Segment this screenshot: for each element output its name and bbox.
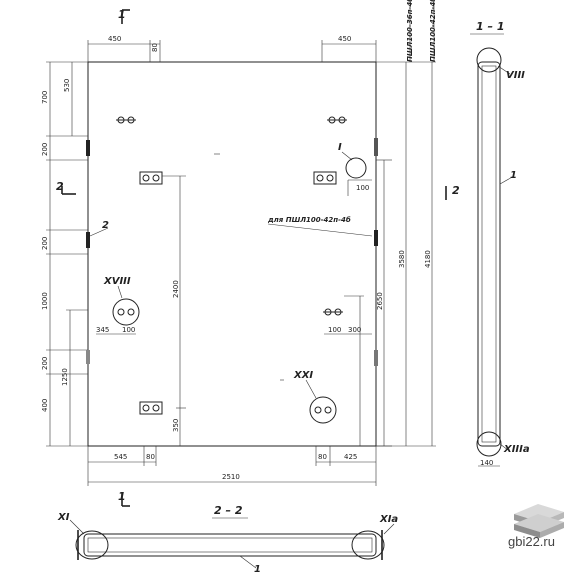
dim-right-2650: 2650 — [376, 292, 384, 310]
section-22-left-ellipse — [75, 530, 109, 560]
callout-VIII: VIII — [506, 70, 525, 81]
section-11-label: 1 – 1 — [476, 20, 504, 33]
dim-left-200a: 200 — [41, 143, 49, 156]
dim-mid-2400: 2400 — [172, 280, 180, 298]
dim-right-100b: 100 — [328, 326, 341, 334]
dim-sec-140: 140 — [480, 459, 493, 467]
dim-bottom-80a: 80 — [146, 453, 155, 461]
dim-left-1000: 1000 — [41, 292, 49, 310]
callout-pos-2: 2 — [102, 220, 109, 231]
dim-right-3580: 3580 — [398, 250, 406, 268]
dim-left-200c: 200 — [41, 357, 49, 370]
watermark-text: gbi22.ru — [508, 534, 555, 549]
dim-right-4180: 4180 — [424, 250, 432, 268]
dim-bottom-total: 2510 — [222, 473, 240, 481]
left-plate-3 — [86, 350, 90, 364]
callout-XXI: XXI — [293, 370, 313, 381]
left-dimensions — [46, 61, 88, 447]
dim-right-300: 300 — [348, 326, 361, 334]
top-dimensions — [87, 40, 377, 62]
dim-bottom-425: 425 — [344, 453, 357, 461]
dim-top-right: 450 — [338, 35, 351, 43]
callout-circle-XXI — [309, 396, 337, 424]
callout-I: I — [338, 142, 342, 153]
dim-bl-100: 100 — [122, 326, 135, 334]
note-vertical-2: ПШЛ100-42п-4б — [429, 0, 437, 62]
section-11-body — [477, 61, 501, 447]
dim-left-200b: 200 — [41, 237, 49, 250]
callout-XI: XI — [57, 512, 70, 523]
left-plate-2 — [86, 232, 90, 248]
section-22-body — [83, 533, 377, 557]
note-for-pshl: для ПШЛ100-42п-4б — [267, 216, 351, 224]
dim-bl-345: 345 — [96, 326, 109, 334]
callout-pos-1b: 1 — [254, 564, 261, 575]
section-11-top-circle — [476, 47, 502, 73]
callout-XVIII: XVIII — [103, 276, 131, 287]
right-plate-3 — [374, 350, 378, 366]
section-22-right-ellipse — [351, 530, 385, 560]
dim-right-100a: 100 — [356, 184, 369, 192]
dim-top-left: 450 — [108, 35, 121, 43]
interior-dimensions — [96, 61, 436, 447]
dim-left-530: 530 — [63, 79, 71, 92]
callout-XIIIa: XIIIа — [503, 444, 530, 455]
dim-left-400: 400 — [41, 399, 49, 412]
right-plate-2 — [374, 230, 378, 246]
left-plate-1 — [86, 140, 90, 156]
dim-mid-350: 350 — [172, 419, 180, 432]
cut2-left-label: 2 — [56, 180, 64, 193]
dim-left-1250: 1250 — [61, 368, 69, 386]
dim-top-gap: 80 — [151, 43, 159, 52]
section-22-label: 2 – 2 — [214, 504, 243, 517]
callout-circle-I — [345, 157, 367, 179]
callout-circle-XVIII — [112, 298, 140, 326]
gbi-logo-icon — [514, 504, 564, 538]
callout-XIa: XIа — [379, 514, 398, 525]
dim-left-700: 700 — [41, 91, 49, 104]
section-11-bottom-circle — [476, 431, 502, 457]
bottom-dimensions — [87, 446, 377, 486]
dim-bottom-80b: 80 — [318, 453, 327, 461]
right-plate-1 — [374, 138, 378, 156]
lifting-loops — [116, 116, 347, 415]
callout-pos-1: 1 — [510, 170, 517, 181]
dim-bottom-545: 545 — [114, 453, 127, 461]
cut2-right-label: 2 — [452, 184, 460, 197]
